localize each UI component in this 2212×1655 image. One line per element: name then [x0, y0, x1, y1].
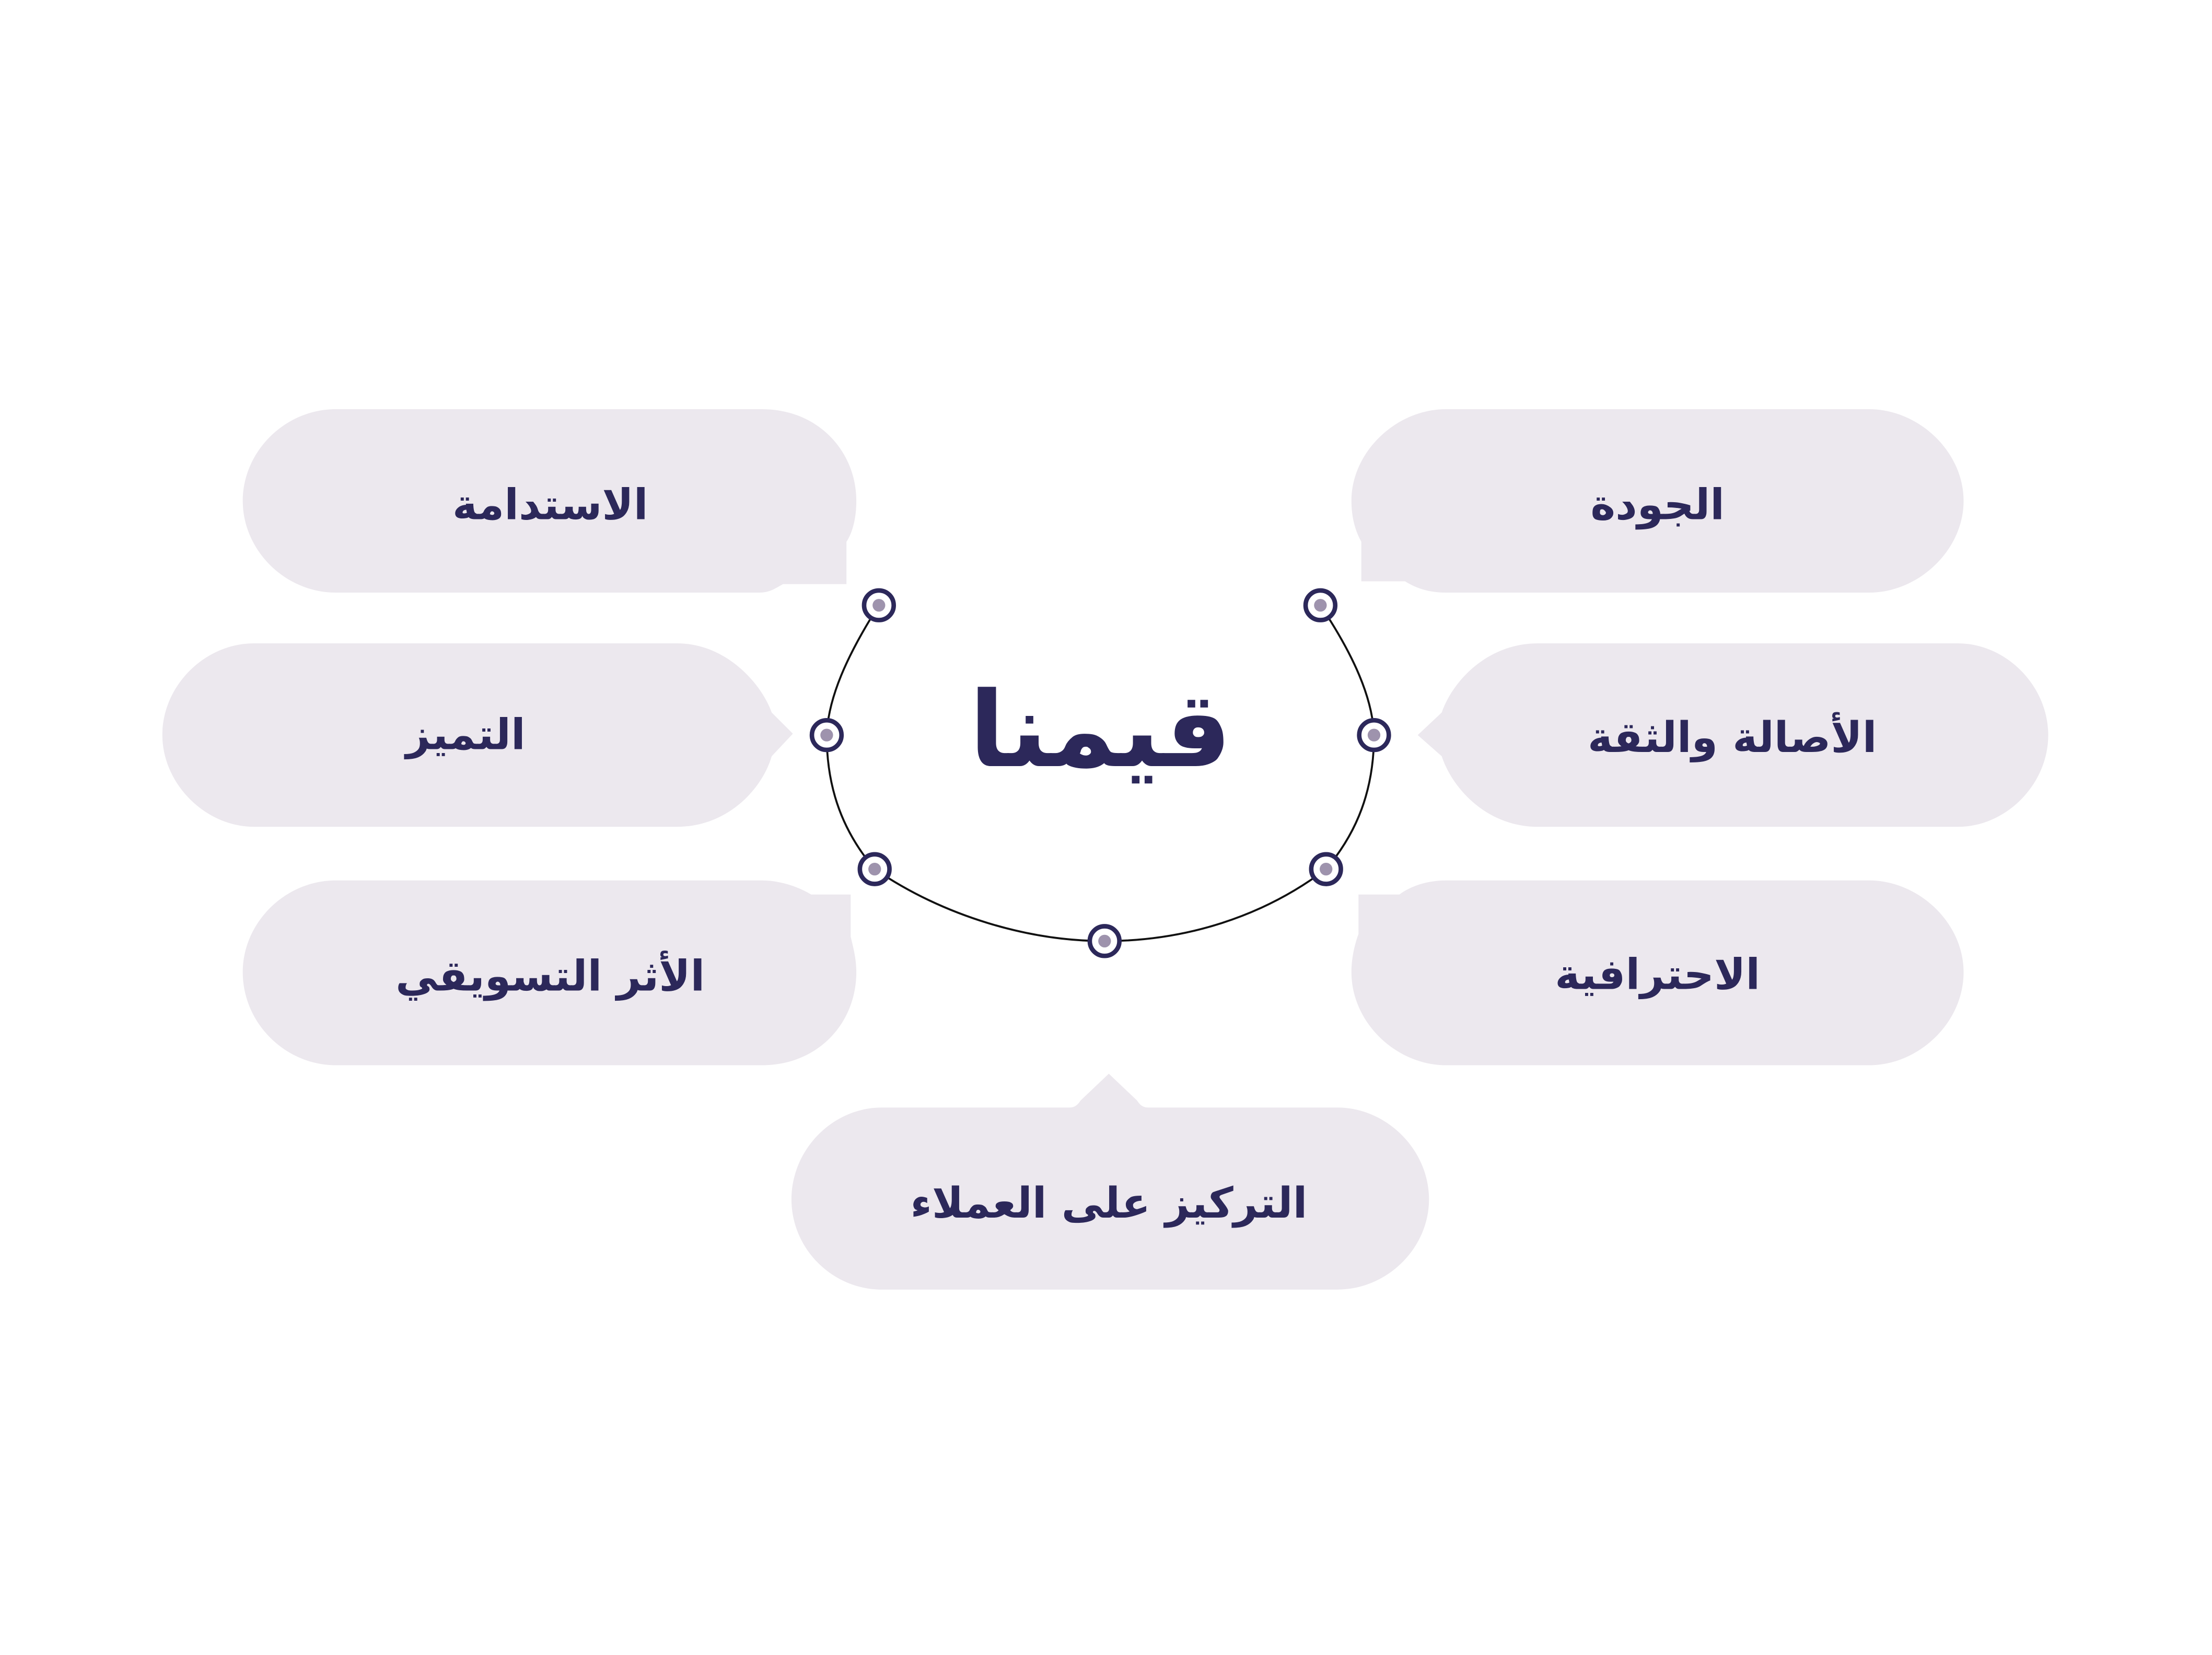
- node-authenticity-trust: [1357, 717, 1391, 753]
- node-excellence: [809, 717, 844, 753]
- node-dot-icon: [872, 599, 886, 612]
- node-sustainability: [861, 588, 896, 622]
- bubble-sustainability: الاستدامة: [242, 409, 857, 593]
- bubble-excellence: التميز: [162, 643, 793, 827]
- value-label: التميز: [404, 711, 526, 760]
- speech-bubble-shape: [162, 643, 793, 827]
- value-label: الأثر التسويقي: [395, 950, 705, 1001]
- bubble-marketing-impact: الأثر التسويقي: [242, 880, 857, 1066]
- speech-bubble-shape: [1417, 643, 2048, 827]
- node-dot-icon: [868, 862, 881, 876]
- node-dot-icon: [1314, 599, 1327, 612]
- speech-bubble-shape: [242, 880, 857, 1066]
- diagram-title: قيمنا: [969, 670, 1232, 791]
- bubble-authenticity-trust: الأصالة والثقة: [1417, 643, 2048, 827]
- value-label: الاحترافية: [1555, 951, 1760, 1000]
- node-customer-focus: [1087, 924, 1122, 958]
- value-label: الاستدامة: [452, 481, 648, 530]
- speech-bubble-shape: [1351, 880, 1964, 1066]
- bubble-customer-focus: التركيز على العملاء: [791, 1073, 1429, 1290]
- speech-bubble-shape: [1351, 409, 1964, 593]
- speech-bubble-shape: [242, 409, 857, 593]
- value-label: الأصالة والثقة: [1588, 712, 1877, 762]
- node-dot-icon: [1320, 862, 1333, 876]
- node-quality: [1303, 588, 1338, 622]
- node-marketing-impact: [857, 852, 892, 886]
- value-label: التركيز على العملاء: [910, 1179, 1307, 1228]
- node-professionalism: [1309, 852, 1343, 886]
- node-dot-icon: [820, 728, 833, 742]
- speech-bubble-shape: [791, 1073, 1429, 1290]
- value-label: الجودة: [1590, 481, 1725, 530]
- bubble-quality: الجودة: [1351, 409, 1964, 593]
- bubble-professionalism: الاحترافية: [1351, 880, 1964, 1066]
- node-dot-icon: [1098, 934, 1111, 947]
- node-dot-icon: [1367, 728, 1381, 742]
